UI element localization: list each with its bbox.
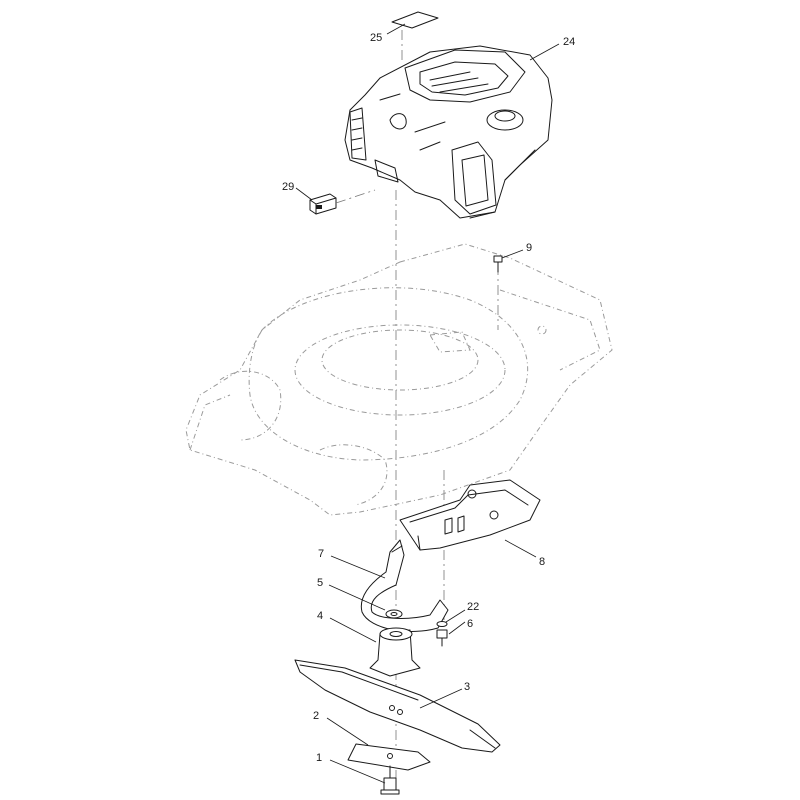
callout-7: 7	[318, 548, 324, 560]
callout-4: 4	[317, 610, 323, 622]
callout-8: 8	[539, 556, 545, 568]
baffle-part-8	[399, 479, 541, 551]
stiffener-part-2	[347, 743, 431, 771]
connector-part-29	[309, 189, 376, 215]
callout-25: 25	[370, 32, 382, 44]
bracket-part-7	[360, 539, 449, 632]
mower-deck-ghost	[185, 243, 613, 516]
bolt-part-9	[493, 255, 503, 273]
callout-6: 6	[467, 618, 473, 630]
callout-3: 3	[464, 681, 470, 693]
callout-1: 1	[316, 752, 322, 764]
callout-9: 9	[526, 242, 532, 254]
callout-5: 5	[317, 577, 323, 589]
callout-2: 2	[313, 710, 319, 722]
callout-24: 24	[563, 36, 575, 48]
callout-22: 22	[467, 601, 479, 613]
leader-lines	[295, 23, 560, 784]
screw-part-6	[436, 629, 448, 647]
callout-29: 29	[282, 181, 294, 193]
decal-part-25	[391, 11, 439, 29]
blade-part-3	[294, 659, 501, 753]
callout-labels: 1 2 3 4 5 6 7 8 9 22 24 25 29	[282, 32, 575, 764]
blade-adapter-part-4	[369, 627, 421, 677]
washer-part-5	[385, 609, 403, 619]
bolt-part-1	[380, 765, 400, 795]
engine-assembly	[344, 45, 553, 219]
washer-part-22	[436, 621, 448, 627]
